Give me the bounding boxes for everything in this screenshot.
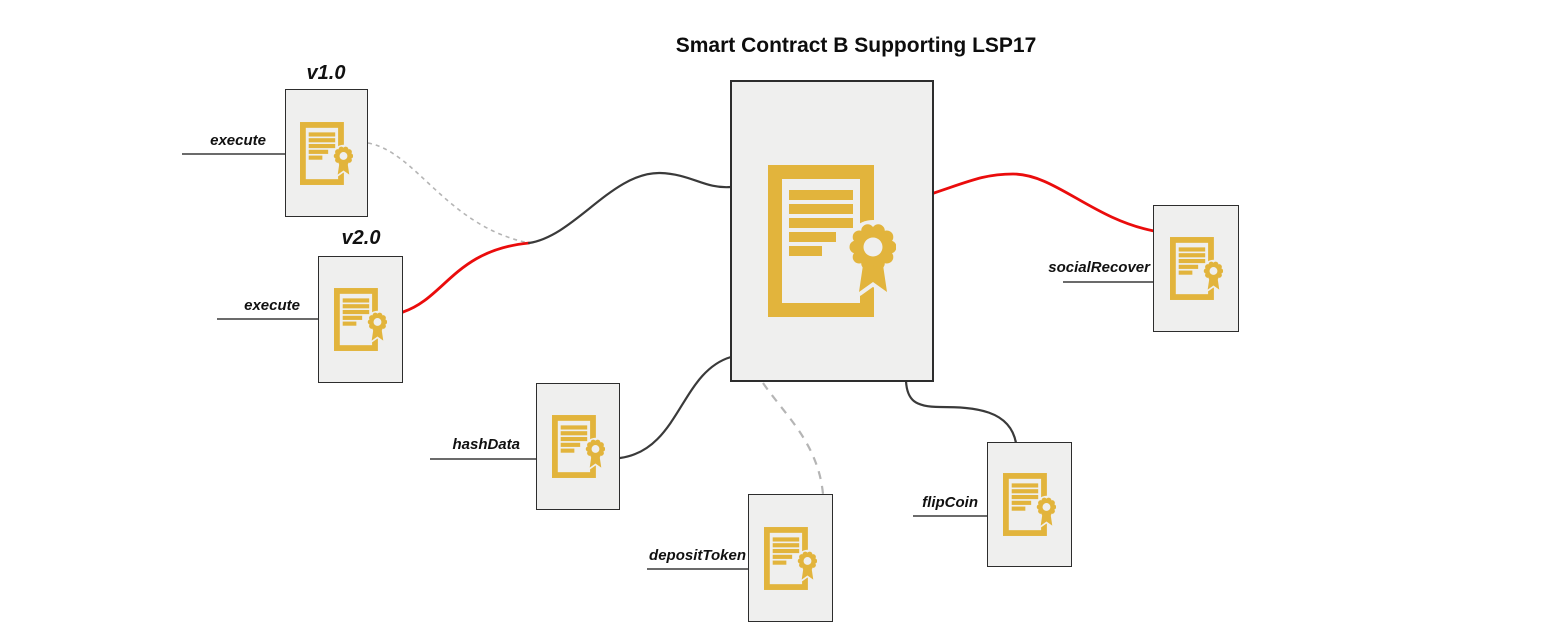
extension-box-flipcoin: [987, 442, 1072, 567]
extension-box-deposittoken: [748, 494, 833, 622]
extension-box-hashdata: [536, 383, 620, 510]
contract-certificate-icon: [1170, 237, 1223, 300]
curve-socialrecover-red: [932, 172, 1156, 233]
method-label-socialrecover: socialRecover: [1048, 259, 1150, 276]
contract-certificate-icon: [768, 165, 896, 317]
curve-v2-red: [401, 241, 531, 314]
curve-deposittoken-dashed: [762, 382, 825, 495]
contract-certificate-icon: [552, 415, 605, 478]
method-label-execute-v2: execute: [244, 297, 300, 314]
central-contract-box: [730, 80, 934, 382]
curve-v1-dotted: [367, 142, 530, 244]
diagram-title: Smart Contract B Supporting LSP17: [675, 34, 1037, 57]
version-label-v1: v1.0: [306, 62, 346, 84]
version-label-v2: v2.0: [341, 227, 381, 249]
method-label-execute-v1: execute: [210, 132, 266, 149]
method-label-flipcoin: flipCoin: [922, 494, 978, 511]
method-label-hashdata: hashData: [452, 436, 520, 453]
contract-certificate-icon: [764, 527, 817, 590]
curve-junction-to-central: [527, 171, 733, 245]
extension-box-v1: [285, 89, 368, 217]
extension-box-v2: [318, 256, 403, 383]
contract-certificate-icon: [1003, 473, 1056, 536]
curve-flipcoin: [904, 379, 1018, 445]
contract-certificate-icon: [334, 288, 387, 351]
extension-box-socialrecover: [1153, 205, 1239, 332]
curve-hashdata: [618, 355, 733, 460]
method-label-deposittoken: depositToken: [649, 547, 746, 564]
contract-certificate-icon: [300, 122, 353, 185]
